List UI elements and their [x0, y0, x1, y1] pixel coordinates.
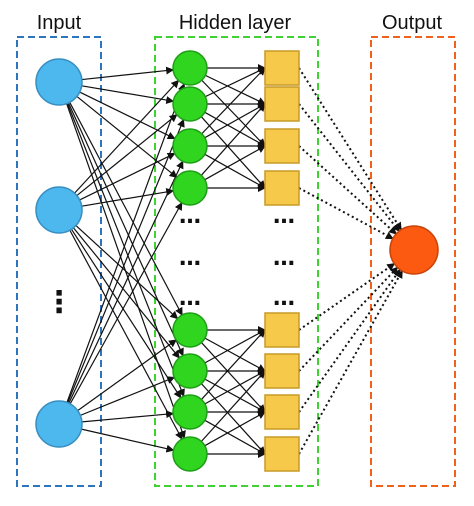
edge-hidden-8-to-square-7: [204, 411, 266, 447]
edge-input-3-to-hidden-5: [77, 339, 178, 412]
edge-input-3-to-hidden-7: [81, 410, 175, 423]
hidden-square-node-1: [264, 50, 300, 86]
edge-hidden-5-to-square-6: [204, 337, 266, 372]
input-node-1: [35, 58, 83, 106]
edge-hidden-4-to-square-2: [200, 103, 266, 176]
hidden-layer-box: [154, 36, 319, 487]
edge-hidden-7-to-square-8: [204, 419, 266, 455]
input-ellipsis: ⋮: [44, 285, 74, 320]
edge-input-3-to-hidden-3: [68, 160, 184, 404]
hidden-circle-node-8: [172, 436, 208, 472]
input-node-3: [35, 400, 83, 448]
hidden-ellipsis-squares-2: …: [273, 246, 295, 271]
edge-input-2-to-hidden-5: [75, 225, 179, 320]
hidden-square-node-3: [264, 128, 300, 164]
edge-square-8-to-output: [298, 270, 404, 455]
edge-hidden-2-to-square-1: [205, 67, 266, 98]
edge-hidden-2-to-square-4: [200, 116, 266, 189]
hidden-ellipsis-squares-1: …: [273, 204, 295, 229]
edge-input-3-to-hidden-2: [67, 118, 185, 403]
edge-square-1-to-output: [298, 67, 403, 231]
hidden-square-node-7: [264, 394, 300, 430]
edge-hidden-6-to-square-5: [204, 329, 266, 364]
edge-input-1-to-hidden-2: [81, 85, 175, 104]
edge-input-2-to-hidden-3: [79, 152, 176, 201]
edge-input-3-to-hidden-6: [80, 376, 176, 416]
hidden-circle-node-6: [172, 353, 208, 389]
edge-hidden-4-to-square-3: [204, 145, 266, 181]
edge-input-1-to-hidden-7: [66, 103, 185, 398]
edge-hidden-3-to-square-2: [204, 103, 266, 139]
edge-hidden-6-to-square-8: [200, 383, 266, 455]
hidden-circle-node-1: [172, 50, 208, 86]
edge-input-1-to-hidden-1: [81, 66, 175, 81]
hidden-circle-node-3: [172, 128, 208, 164]
output-layer-box: [370, 36, 456, 487]
output-node: [389, 225, 439, 275]
edge-square-5-to-output: [298, 262, 396, 331]
edge-square-3-to-output: [298, 145, 397, 235]
input-node-2: [35, 186, 83, 234]
hidden-circle-node-2: [172, 86, 208, 122]
edge-hidden-7-to-square-5: [201, 329, 266, 400]
hidden-square-node-8: [264, 436, 300, 472]
edge-input-2-to-hidden-7: [71, 228, 182, 399]
hidden-square-node-5: [264, 312, 300, 348]
edge-input-1-to-hidden-6: [67, 102, 184, 357]
hidden-circle-node-5: [172, 312, 208, 348]
edge-hidden-1-to-square-3: [201, 79, 266, 147]
hidden-ellipsis-circles-3: …: [179, 286, 201, 311]
edge-input-3-to-hidden-4: [69, 201, 183, 405]
edge-hidden-2-to-square-3: [204, 111, 266, 147]
connection-edges: [66, 64, 404, 458]
hidden-ellipsis-circles-2: …: [179, 246, 201, 271]
input-layer-title: Input: [37, 12, 82, 34]
edge-input-2-to-hidden-6: [73, 227, 180, 359]
edge-input-2-to-hidden-1: [74, 79, 180, 194]
hidden-circle-node-4: [172, 170, 208, 206]
hidden-layer-title: Hidden layer: [179, 12, 292, 34]
edge-input-2-to-hidden-8: [69, 229, 183, 440]
edge-hidden-8-to-square-6: [200, 370, 266, 442]
edge-hidden-5-to-square-7: [201, 342, 266, 413]
edge-hidden-3-to-square-4: [204, 153, 266, 189]
edge-square-6-to-output: [298, 266, 399, 372]
edge-hidden-7-to-square-6: [204, 370, 266, 405]
hidden-square-node-4: [264, 170, 300, 206]
edge-hidden-3-to-square-1: [201, 67, 266, 135]
hidden-ellipsis-squares-3: …: [273, 286, 295, 311]
edge-hidden-6-to-square-7: [204, 378, 266, 413]
edge-square-7-to-output: [298, 268, 401, 413]
edge-input-1-to-hidden-3: [79, 91, 176, 140]
edge-square-2-to-output: [298, 103, 400, 232]
edge-input-1-to-hidden-5: [69, 102, 183, 316]
hidden-ellipsis-circles-1: …: [179, 204, 201, 229]
edge-input-3-to-hidden-8: [81, 428, 175, 453]
edge-hidden-1-to-square-2: [205, 74, 266, 105]
edge-input-2-to-hidden-2: [76, 114, 178, 196]
hidden-circle-node-7: [172, 394, 208, 430]
output-layer-title: Output: [382, 12, 442, 34]
network-nodes: [35, 50, 439, 472]
edge-input-2-to-hidden-4: [81, 188, 175, 207]
hidden-square-node-6: [264, 353, 300, 389]
hidden-square-node-2: [264, 86, 300, 122]
edge-input-3-to-hidden-1: [66, 83, 186, 403]
